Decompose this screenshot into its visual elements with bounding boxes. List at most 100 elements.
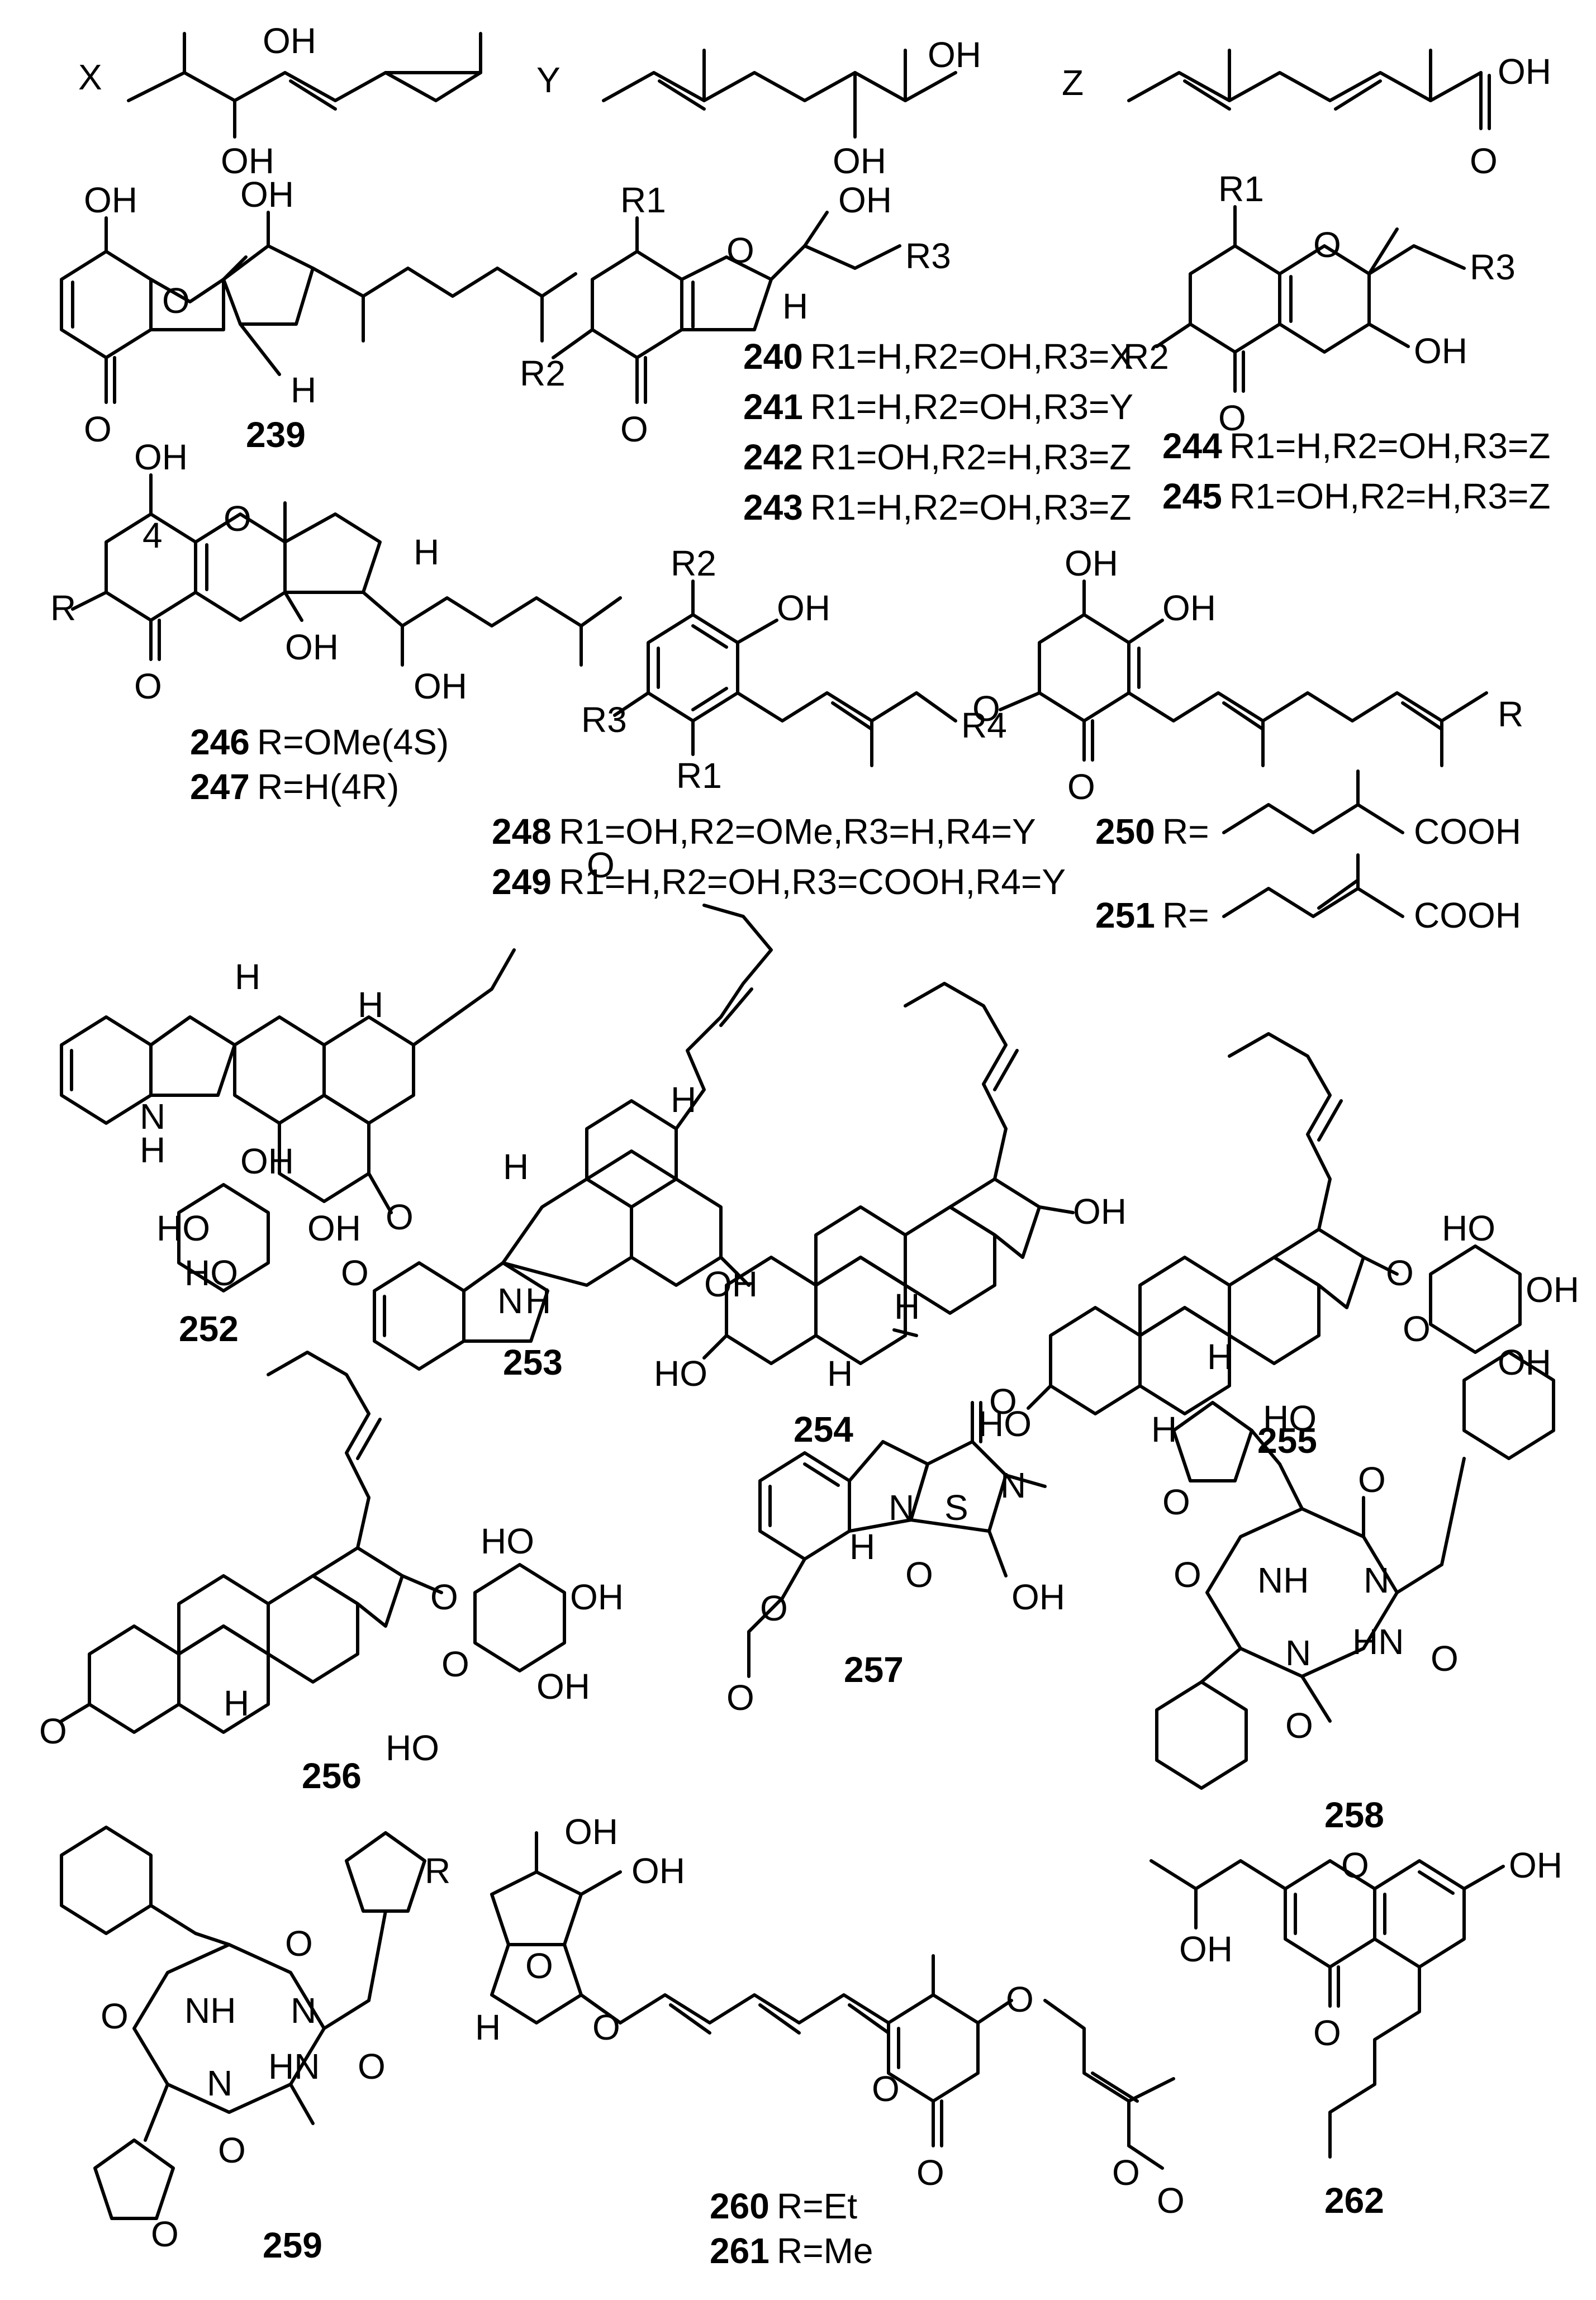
compound-258-nh: NH [1257, 1560, 1309, 1600]
compound-252-ho-a: HO [156, 1208, 210, 1248]
compound-244-r2: R2 [1123, 336, 1169, 377]
compound-258-hn: HN [1352, 1622, 1404, 1662]
compound-242-substituents: R1=OH,R2=H,R3=Z [810, 437, 1131, 477]
compound-257-h: H [849, 1527, 875, 1567]
compound-244-substituents: R1=H,R2=OH,R3=Z [1229, 426, 1550, 466]
compound-247-substituents: R=H(4R) [257, 767, 399, 807]
compound-260-ring-o-b: O [592, 2007, 620, 2047]
compound-262: O OH OH O 262 [1150, 1845, 1562, 2221]
compound-255-ring-o: O [1403, 1309, 1431, 1349]
compound-250-number: 250 [1095, 811, 1155, 852]
compound-260-r: R [425, 1851, 450, 1891]
compound-259-carbonyl-o-d: O [218, 2130, 246, 2170]
compound-257-n-b: N [1000, 1465, 1026, 1505]
compound-239: OH OH O O H 239 [60, 174, 577, 455]
compound-259-nh: NH [184, 1990, 236, 2031]
compound-246-h: H [414, 532, 439, 572]
compound-257-ester-o: O [760, 1588, 788, 1628]
compound-250-oh-top: OH [1065, 543, 1118, 583]
side-chain-x-oh-bottom: OH [221, 141, 274, 181]
compound-259-carbonyl-o-c: O [358, 2046, 386, 2087]
compound-255-ho-b: HO [1263, 1398, 1317, 1438]
compound-248-r1: R1 [676, 755, 722, 796]
compound-257-number: 257 [844, 1650, 904, 1690]
compound-260-substituents: R=Et [777, 2186, 857, 2226]
compound-260-ether-o: O [1006, 1979, 1034, 2019]
compound-247-number: 247 [190, 767, 250, 807]
compound-258-carbonyl-o-d: O [1285, 1705, 1313, 1746]
compound-260-pyrone-keto-o: O [916, 2152, 944, 2193]
compound-258-n-b: N [1285, 1633, 1311, 1673]
compound-257-acetyl-o: O [726, 1678, 754, 1718]
compound-259: O O NH N N HN O O O 259 [60, 1826, 426, 2265]
compound-254-h-b: H [827, 1353, 853, 1394]
compound-246-number: 246 [190, 722, 250, 762]
compound-240-substituents: R1=H,R2=OH,R3=X [810, 336, 1133, 377]
compound-254-number: 254 [794, 1409, 853, 1450]
side-chain-z-carbonyl-o: O [1470, 141, 1498, 181]
compound-239-number: 239 [246, 415, 306, 455]
compound-242-number: 242 [743, 437, 803, 477]
compound-256-ho-b: HO [386, 1728, 439, 1768]
compound-250-cooh: COOH [1414, 811, 1521, 852]
compound-255-glycoside-o: O [1386, 1253, 1414, 1293]
compound-248-r4: R4 [961, 705, 1007, 745]
compound-252-glycoside-o: O [386, 1197, 414, 1237]
side-chain-y-label: Y [536, 60, 560, 100]
compound-255-h-a: H [1207, 1337, 1233, 1377]
compound-259-hn: HN [268, 2046, 320, 2087]
compound-256-keto-o: O [39, 1711, 67, 1751]
compound-240-r3: R3 [905, 236, 951, 276]
compound-259-carbonyl-o-a: O [285, 1923, 313, 1964]
compound-248-r2: R2 [671, 543, 716, 583]
compound-262-side-oh: OH [1179, 1929, 1233, 1969]
compound-262-phenol-oh: OH [1509, 1845, 1562, 1885]
compound-250-r-def: R= [1162, 811, 1209, 852]
compound-244-ring-o: O [1313, 225, 1341, 265]
compound-240-keto-o: O [620, 409, 648, 449]
compound-259-furan-o: O [151, 2214, 179, 2254]
compound-246-ring-o: O [224, 498, 251, 539]
compound-239-ring-o: O [162, 281, 190, 321]
compound-246-oh-chain: OH [414, 666, 467, 706]
compound-256: O HO OH O OH H HO O 256 [39, 1351, 624, 1796]
compound-248-substituents: R1=OH,R2=OMe,R3=H,R4=Y [559, 811, 1036, 852]
compound-246-substituents: R=OMe(4S) [257, 722, 449, 762]
compound-257-n-a: N [889, 1488, 914, 1528]
compound-260-pyrone-o: O [872, 2069, 900, 2109]
compound-250-251: OH OH O O R 250 R= COOH 251 R= COOH [972, 543, 1523, 935]
compound-256-number: 256 [302, 1756, 362, 1796]
compound-260-oh-a: OH [564, 1812, 618, 1852]
side-chain-x-oh-top: OH [263, 21, 316, 61]
compound-258: O O O NH N N HN O O 258 [1155, 1351, 1555, 1835]
side-chain-y-oh-bottom: OH [833, 141, 886, 181]
compound-250-keto-o: O [1067, 767, 1095, 807]
compound-251-cooh: COOH [1414, 895, 1521, 935]
compound-256-h: H [224, 1683, 249, 1723]
compound-258-furan-o: O [1162, 1482, 1190, 1522]
compound-252-h-mid: H [358, 985, 383, 1025]
compound-253-h-a: H [503, 1147, 529, 1187]
compound-246-oh-c4: OH [134, 437, 188, 477]
compound-246-c4-label: 4 [142, 515, 163, 555]
compound-250-oh-enol: OH [1162, 588, 1216, 628]
compound-258-carbonyl-o-a: O [1358, 1460, 1386, 1500]
compound-254-h-a: H [894, 1286, 920, 1327]
side-chain-z: Z OH O [1062, 49, 1551, 181]
compound-256-glycoside-o: O [430, 1577, 458, 1617]
compound-262-number: 262 [1324, 2180, 1384, 2221]
compound-256-ring-o: O [441, 1644, 469, 1684]
compound-244-number: 244 [1162, 426, 1222, 466]
compound-253-indole-n: N [497, 1281, 523, 1321]
compound-240-oh: OH [838, 180, 892, 220]
compound-253-indole-h: H [525, 1281, 551, 1321]
compound-244-keto-o: O [1218, 398, 1246, 438]
compound-240-number: 240 [743, 336, 803, 377]
compound-248-oh: OH [777, 588, 830, 628]
compound-250-methoxy-o: O [972, 688, 1000, 729]
compound-239-h: H [291, 370, 316, 410]
compound-246-247: OH 4 O H R O OH OH 246 R=OMe(4S) 247 R=H… [50, 437, 622, 807]
compound-259-n-b: N [207, 2063, 232, 2103]
compound-244-r3: R3 [1470, 247, 1516, 287]
